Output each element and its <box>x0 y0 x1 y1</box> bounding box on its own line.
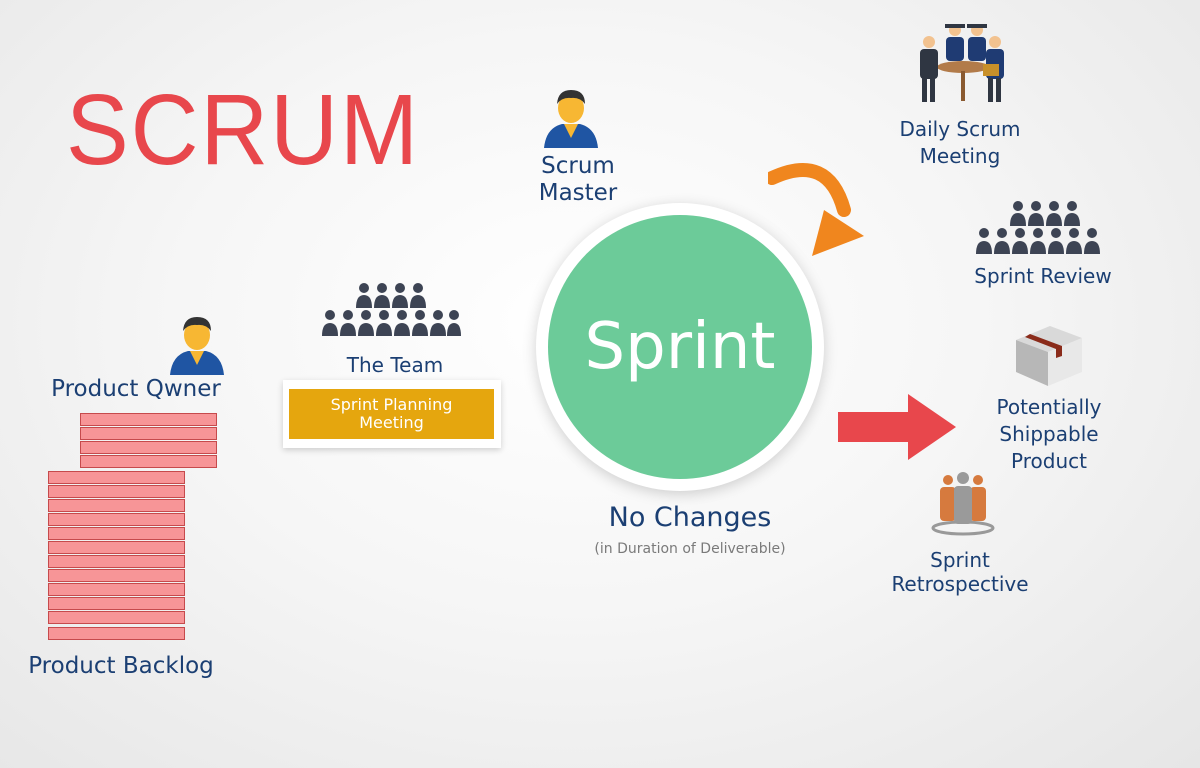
backlog-item <box>48 513 185 526</box>
scrum-master-label: Scrum Master <box>518 153 638 207</box>
backlog-item <box>48 485 185 498</box>
backlog-item <box>48 555 185 568</box>
backlog-item <box>48 527 185 540</box>
daily-scrum-label: Daily Scrum Meeting <box>880 116 1040 170</box>
sprint-planning-box: Sprint Planning Meeting <box>289 389 494 439</box>
sprint-planning-line: Sprint Planning <box>330 395 453 414</box>
product-backlog-label: Product Backlog <box>28 653 214 679</box>
daily-scrum-label-line: Meeting <box>919 144 1001 168</box>
page-title: SCRUM <box>66 74 421 186</box>
shippable-product-label-line: Shippable <box>999 422 1099 446</box>
product-owner-label: Product Qwner <box>51 376 221 402</box>
no-changes-label: No Changes <box>608 502 772 533</box>
team-label: The Team <box>346 353 444 377</box>
sprint-retrospective-label-line: Sprint <box>930 548 990 572</box>
sprint-retrospective-label: Sprint Retrospective <box>880 548 1040 596</box>
curved-arrow-icon <box>765 160 868 264</box>
product-owner-person-icon <box>166 313 228 375</box>
backlog-item <box>48 583 185 596</box>
shippable-product-label-line: Product <box>1011 449 1087 473</box>
backlog-stack-small <box>80 413 217 471</box>
backlog-item <box>48 499 185 512</box>
backlog-stack-large <box>48 471 185 643</box>
sprint-retrospective-label-line: Retrospective <box>891 572 1029 596</box>
backlog-item <box>48 471 185 484</box>
group-icon <box>928 470 998 540</box>
sprint-label: Sprint <box>584 310 776 384</box>
sprint-core: Sprint <box>548 215 812 479</box>
shippable-product-label-line: Potentially <box>996 395 1102 419</box>
backlog-item <box>80 413 217 426</box>
backlog-item <box>48 627 185 640</box>
sprint-planning-card: Sprint Planning Meeting <box>283 380 501 448</box>
scrum-master-label-line: Scrum <box>541 153 615 179</box>
backlog-item <box>80 455 217 468</box>
meeting-people-icon <box>915 20 1007 108</box>
backlog-item <box>48 569 185 582</box>
shippable-product-label: Potentially Shippable Product <box>970 394 1128 475</box>
backlog-item <box>48 597 185 610</box>
sprint-planning-line: Meeting <box>359 413 424 432</box>
team-audience-icon <box>320 282 462 338</box>
sprint-review-label: Sprint Review <box>974 264 1112 288</box>
box-icon <box>1012 318 1086 392</box>
backlog-item <box>80 427 217 440</box>
right-arrow-icon <box>838 392 958 466</box>
backlog-item <box>48 541 185 554</box>
scrum-master-label-line: Master <box>538 180 618 206</box>
backlog-item <box>48 611 185 624</box>
audience-icon <box>974 200 1114 256</box>
no-changes-subtitle: (in Duration of Deliverable) <box>594 541 786 557</box>
scrum-master-person-icon <box>540 86 602 148</box>
backlog-item <box>80 441 217 454</box>
daily-scrum-label-line: Daily Scrum <box>899 117 1021 141</box>
sprint-circle: Sprint <box>536 203 824 491</box>
